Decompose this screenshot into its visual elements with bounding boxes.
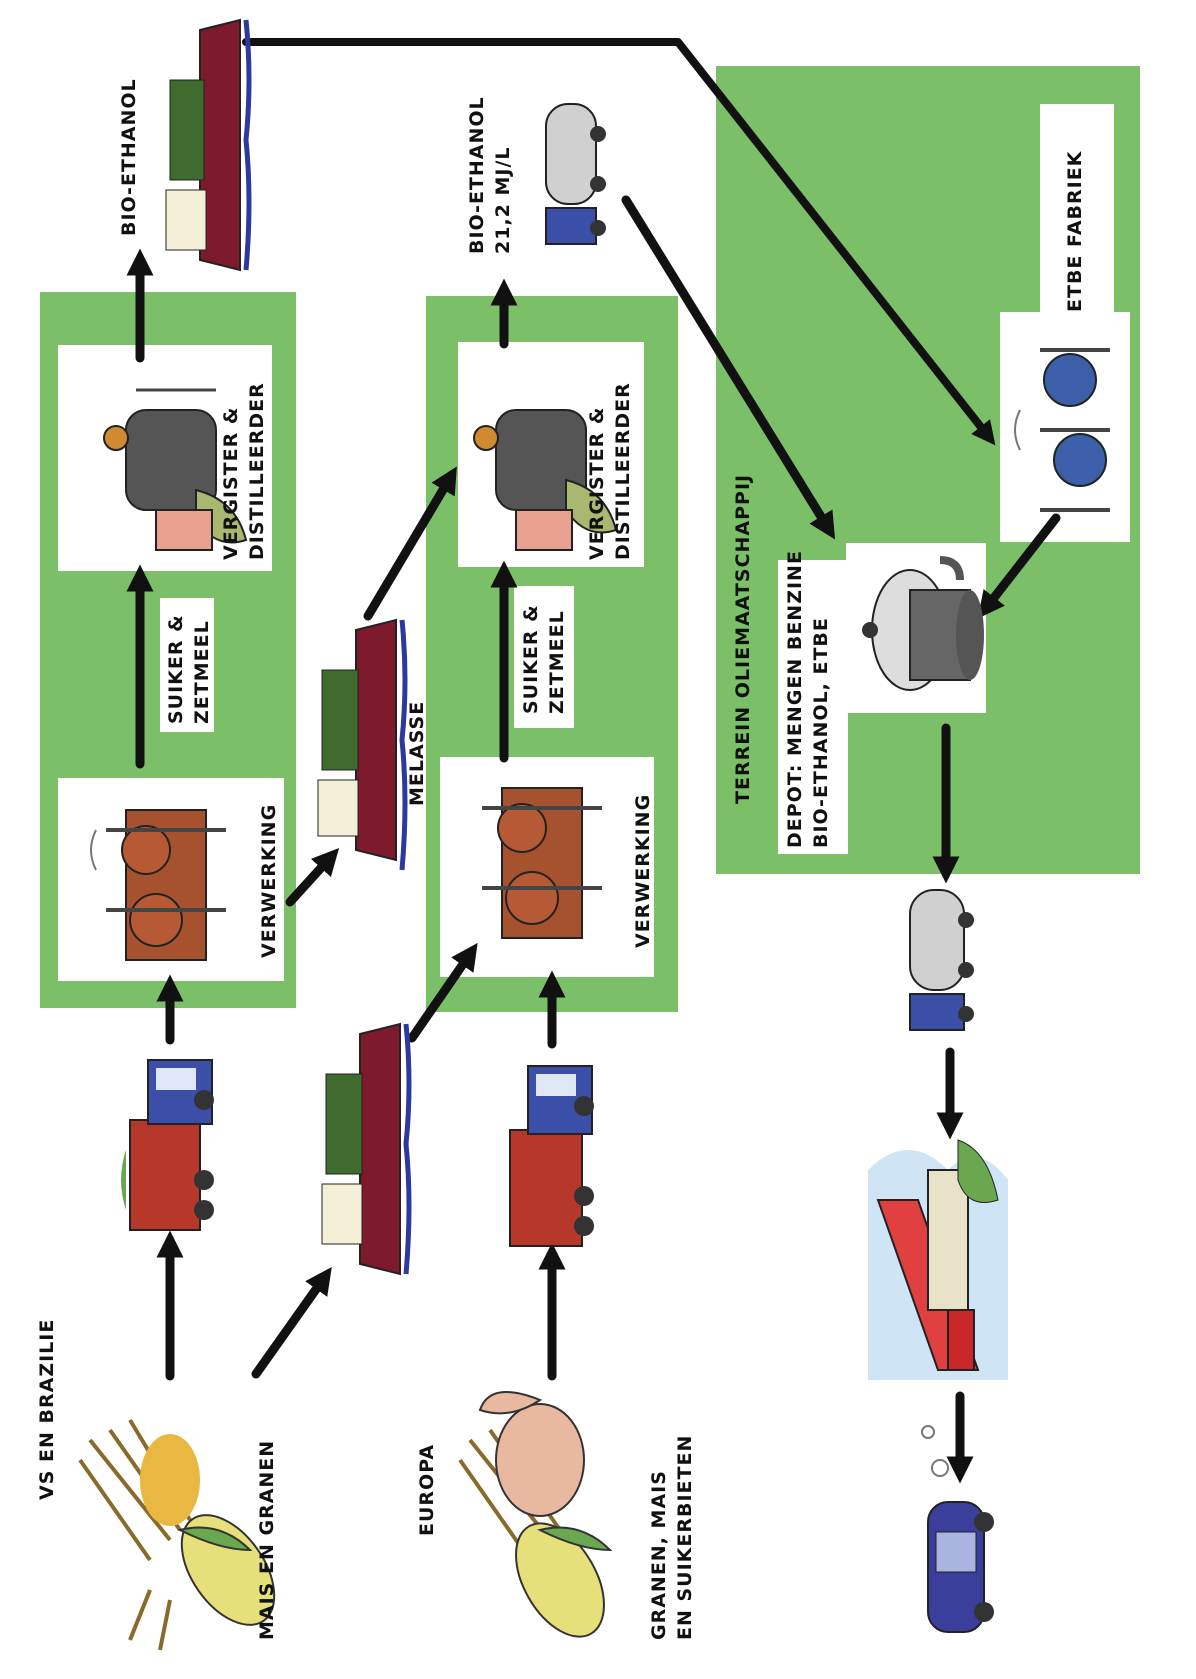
arrow-molasses-to-fermenter-eu: [363, 466, 457, 621]
processing-label-eu: VERWERKING: [632, 793, 654, 948]
etbe-factory-card: [1000, 312, 1130, 542]
arrow-crop-us-to-ship: [251, 1266, 332, 1379]
tanker-truck-icon: [545, 103, 606, 245]
bioethanol-truck-line1: BIO-ETHANOL: [466, 96, 488, 254]
depot-label-line1: DEPOT: MENGEN BENZINE: [784, 550, 806, 848]
gas-station-icon: [868, 1139, 1008, 1380]
depot-label: DEPOT: MENGEN BENZINE BIO-ETHANOL, ETBE: [782, 550, 834, 848]
corn-grain-icon: [78, 1418, 276, 1651]
molasses-label: MELASSE: [406, 700, 428, 806]
dump-truck-icon: [121, 1059, 214, 1231]
sugar-starch-us-line2: ZETMEEL: [191, 620, 213, 724]
depot-label-card: [778, 560, 848, 854]
region-label-us-brazil: VS EN BRAZILIE: [36, 1318, 58, 1500]
bioethanol-truck-label: BIO-ETHANOL 21,2 MJ/L: [464, 96, 516, 254]
fermenter-label-us: VERGISTER & DISTILLEERDER: [218, 382, 270, 560]
bioethanol-truck-line2: 21,2 MJ/L: [492, 146, 514, 254]
region-label-europe: EUROPA: [416, 1443, 438, 1536]
sugar-starch-us-line1: SUIKER &: [165, 614, 187, 724]
etbe-card: [1040, 104, 1114, 316]
crop-label-us: MAIS EN GRANEN: [256, 1439, 278, 1640]
sugar-card-us: [160, 598, 214, 732]
arrow-ship-to-processing-eu: [407, 942, 478, 1043]
dump-truck-icon: [509, 1065, 594, 1247]
fermenter-label-eu: VERGISTER & DISTILLEERDER: [584, 382, 636, 560]
sugar-starch-label-us: SUIKER & ZETMEEL: [163, 614, 215, 724]
arrow-ship-to-etbe-factory: [242, 38, 996, 446]
oil-company-terrain-label: TERREIN OLIEMAATSCHAPPIJ: [732, 473, 754, 804]
processing-label-us: VERWERKING: [258, 803, 280, 958]
crop-label-europe-line2: EN SUIKERBIETEN: [674, 1434, 696, 1640]
corn-grain-beet-icon: [458, 1391, 613, 1638]
arrow-processing-us-to-molasses: [285, 848, 340, 907]
sugar-starch-eu-line1: SUIKER &: [520, 604, 542, 714]
fermenter-us-line1: VERGISTER &: [220, 406, 242, 560]
cargo-ship-icon: [321, 1022, 412, 1276]
crop-label-europe-line1: GRANEN, MAIS: [648, 1470, 670, 1640]
fermenter-icon: [473, 409, 618, 551]
car-icon: [921, 1425, 994, 1633]
depot-tank-icon: [862, 556, 984, 691]
fermenter-eu-line2: DISTILLEERDER: [612, 382, 634, 560]
sugar-starch-label-eu: SUIKER & ZETMEEL: [518, 604, 570, 714]
fermenter-eu-line1: VERGISTER &: [586, 406, 608, 560]
cargo-ship-icon: [165, 18, 252, 272]
fermenter-us-line2: DISTILLEERDER: [246, 382, 268, 560]
crop-label-europe: GRANEN, MAIS EN SUIKERBIETEN: [646, 1435, 698, 1640]
processing-plant-icon: [482, 787, 602, 939]
cargo-ship-icon: [317, 618, 408, 871]
etbe-factory-icon: [1014, 348, 1110, 512]
etbe-factory-label: ETBE FABRIEK: [1064, 150, 1086, 312]
arrow-tanker-to-depot: [621, 195, 836, 540]
sugar-starch-eu-line2: ZETMEEL: [546, 610, 568, 714]
sugar-card-eu: [514, 586, 574, 728]
depot-label-line2: BIO-ETHANOL, ETBE: [810, 617, 832, 848]
tanker-truck-icon: [909, 889, 974, 1031]
fermenter-icon: [103, 388, 248, 551]
arrow-etbe-to-depot: [977, 513, 1061, 619]
bioethanol-ship-label: BIO-ETHANOL: [118, 78, 140, 236]
processing-plant-icon: [90, 809, 226, 961]
